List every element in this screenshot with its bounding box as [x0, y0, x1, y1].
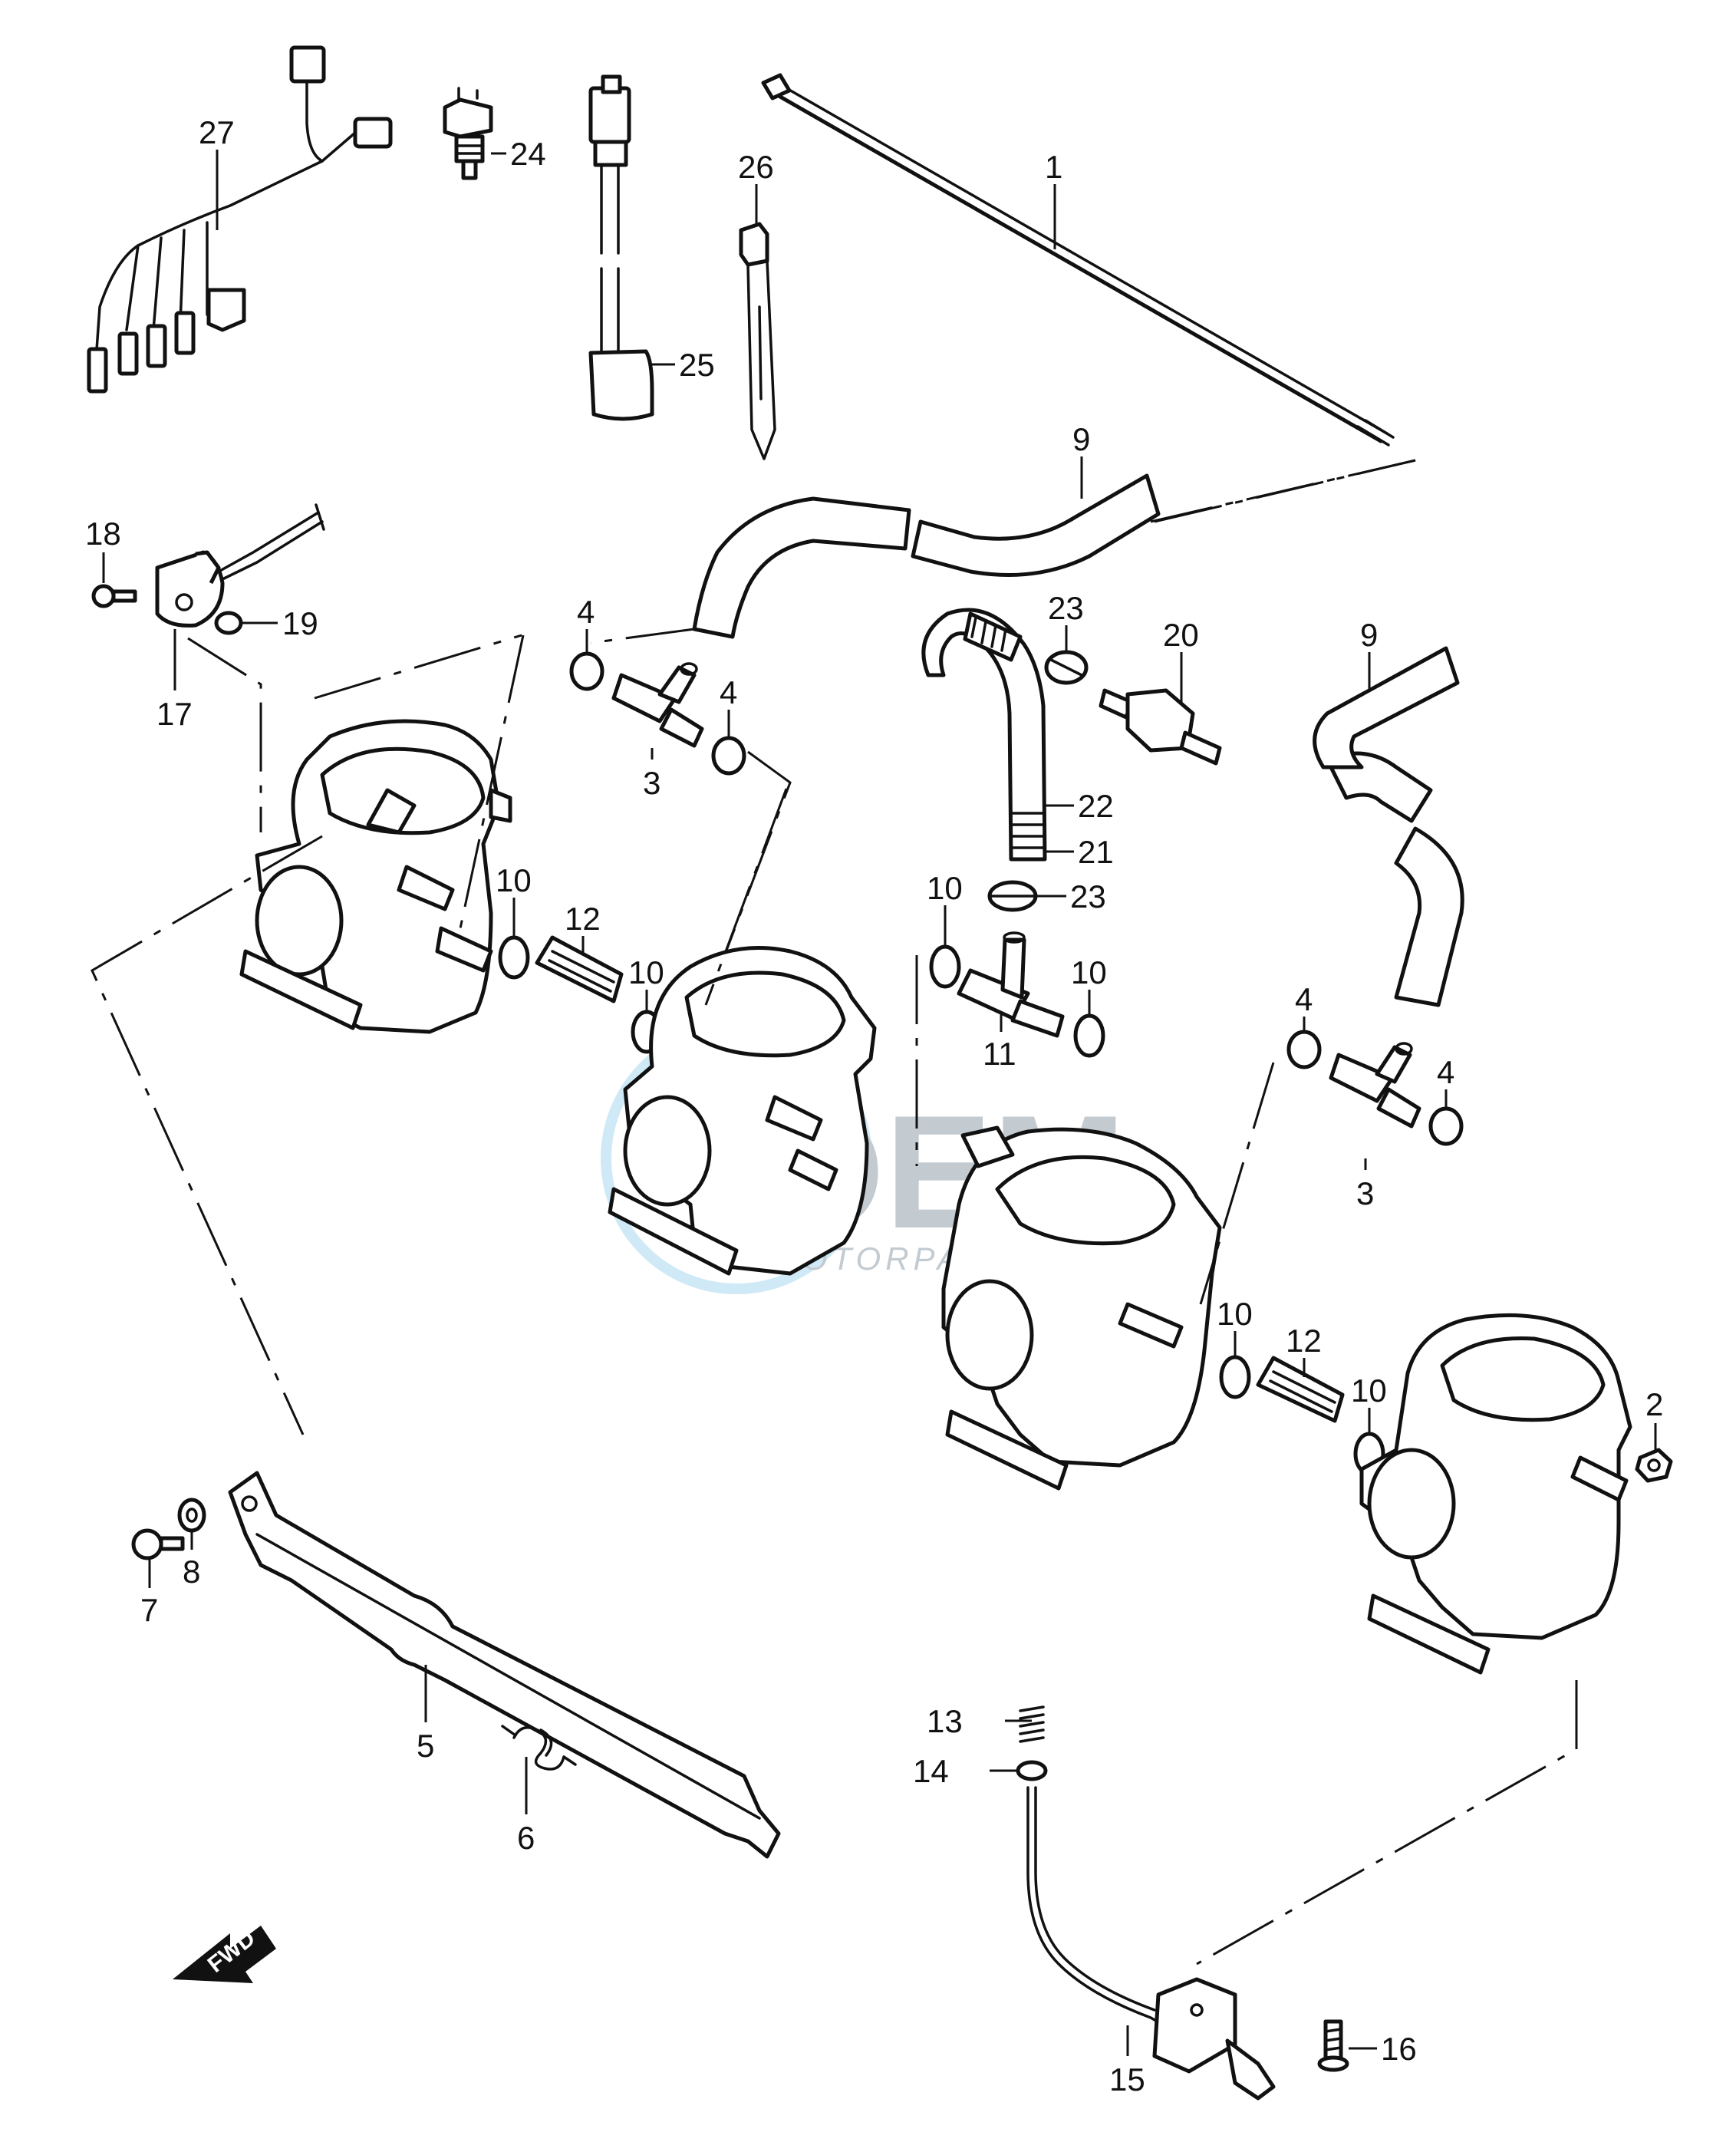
callout-11: 11 — [983, 1036, 1016, 1072]
part-16-screw — [1317, 2019, 1349, 2072]
part-4-oring-a — [569, 651, 604, 691]
part-1-rod — [761, 73, 1395, 447]
callout-1: 1 — [1045, 149, 1062, 185]
callout-9-upper: 9 — [1072, 421, 1090, 457]
callout-4-d: 4 — [1437, 1054, 1454, 1090]
part-10-oring-a — [498, 935, 530, 980]
callout-27: 27 — [199, 114, 235, 150]
callout-10-a: 10 — [496, 862, 532, 898]
part-8-washer — [177, 1498, 206, 1533]
callout-13: 13 — [927, 1703, 963, 1739]
callout-4-b: 4 — [720, 674, 737, 710]
callout-3-right: 3 — [1356, 1175, 1374, 1211]
callout-22: 22 — [1078, 788, 1114, 824]
callout-10-f: 10 — [1351, 1372, 1387, 1409]
carburetor-3 — [941, 1125, 1222, 1491]
part-19-oring — [214, 611, 243, 635]
guide-line-left-tee — [459, 634, 525, 929]
callout-17: 17 — [156, 696, 193, 732]
part-4-oring-b — [711, 736, 746, 776]
part-18-screw — [91, 584, 137, 608]
callout-14: 14 — [913, 1753, 949, 1789]
callout-6: 6 — [517, 1820, 535, 1856]
part-15-choke-cable — [1026, 1786, 1276, 2101]
guide-line-mid — [704, 788, 788, 1006]
fwd-direction-arrow: FWD — [173, 1926, 276, 1983]
callout-20: 20 — [1163, 617, 1199, 653]
carburetor-2 — [608, 946, 877, 1276]
callout-labels: 1 2 3 3 4 4 4 4 5 6 7 8 9 9 10 10 10 10 … — [85, 114, 1663, 2097]
callout-21: 21 — [1078, 834, 1114, 870]
callout-26: 26 — [738, 149, 774, 185]
part-11-tee-fitting — [957, 931, 1065, 1038]
guide-line-left-top — [314, 634, 522, 700]
callout-10-d: 10 — [1071, 954, 1107, 990]
part-9-hose-right — [1313, 646, 1464, 1007]
callout-12-left: 12 — [565, 901, 601, 937]
part-13-spring — [1019, 1705, 1045, 1743]
callout-9-right: 9 — [1360, 617, 1378, 653]
callout-24: 24 — [510, 136, 546, 172]
guide-line-hose-tee — [590, 628, 695, 644]
part-23-clamp-upper — [1044, 650, 1089, 685]
guide-line-17 — [187, 637, 262, 832]
callout-23-upper: 23 — [1048, 590, 1084, 626]
part-20-valve — [1099, 688, 1222, 766]
part-4-oring-d — [1428, 1106, 1464, 1146]
part-4-oring-c — [1286, 1030, 1322, 1069]
guide-line-15 — [1196, 1680, 1578, 1966]
callout-18: 18 — [85, 516, 121, 552]
part-10-oring-c — [929, 944, 961, 989]
part-25-connector — [588, 74, 654, 421]
part-10-oring-d — [1073, 1013, 1105, 1058]
callout-2: 2 — [1645, 1386, 1663, 1422]
part-7-screw — [131, 1528, 185, 1560]
part-5-bracket — [228, 1471, 781, 1859]
guide-line-right-tee — [1199, 1062, 1275, 1305]
callout-3-left: 3 — [643, 765, 660, 801]
callout-4-c: 4 — [1295, 981, 1313, 1017]
carburetor-4 — [1359, 1313, 1632, 1675]
part-2-nut — [1635, 1448, 1673, 1483]
callout-10-c: 10 — [927, 870, 963, 906]
guide-line-9 — [1154, 459, 1416, 523]
callout-16: 16 — [1381, 2031, 1417, 2067]
guide-line-left-bracket — [91, 835, 323, 1435]
carburetor-1 — [239, 719, 512, 1034]
part-10-oring-e — [1219, 1355, 1251, 1399]
part-9-hose-upper — [692, 473, 1161, 639]
callout-10-b: 10 — [628, 954, 664, 990]
part-12-joint-right — [1256, 1356, 1345, 1423]
part-6-spring — [501, 1725, 577, 1771]
part-27-harness — [87, 45, 393, 394]
part-3-tee-left — [611, 662, 704, 748]
part-3-tee-right — [1329, 1042, 1421, 1129]
callout-12-right: 12 — [1286, 1323, 1322, 1359]
part-17-throttle-position-sensor — [155, 503, 325, 628]
callout-4-a: 4 — [577, 594, 595, 630]
part-12-joint-left — [535, 935, 624, 1003]
part-23-clamp-lower — [987, 880, 1038, 912]
part-26-cable-tie — [739, 222, 776, 460]
callout-15: 15 — [1109, 2061, 1145, 2097]
callout-10-e: 10 — [1217, 1296, 1253, 1332]
callout-23-lower: 23 — [1070, 878, 1106, 914]
part-24-sensor — [443, 87, 493, 180]
callout-19: 19 — [282, 605, 318, 641]
callout-7: 7 — [140, 1592, 158, 1628]
callout-5: 5 — [417, 1728, 434, 1764]
callout-leaders — [102, 150, 1657, 2056]
callout-25: 25 — [679, 347, 715, 383]
part-14-washer — [1016, 1760, 1048, 1781]
callout-8: 8 — [183, 1554, 200, 1590]
part-21-22-hose — [921, 608, 1047, 862]
